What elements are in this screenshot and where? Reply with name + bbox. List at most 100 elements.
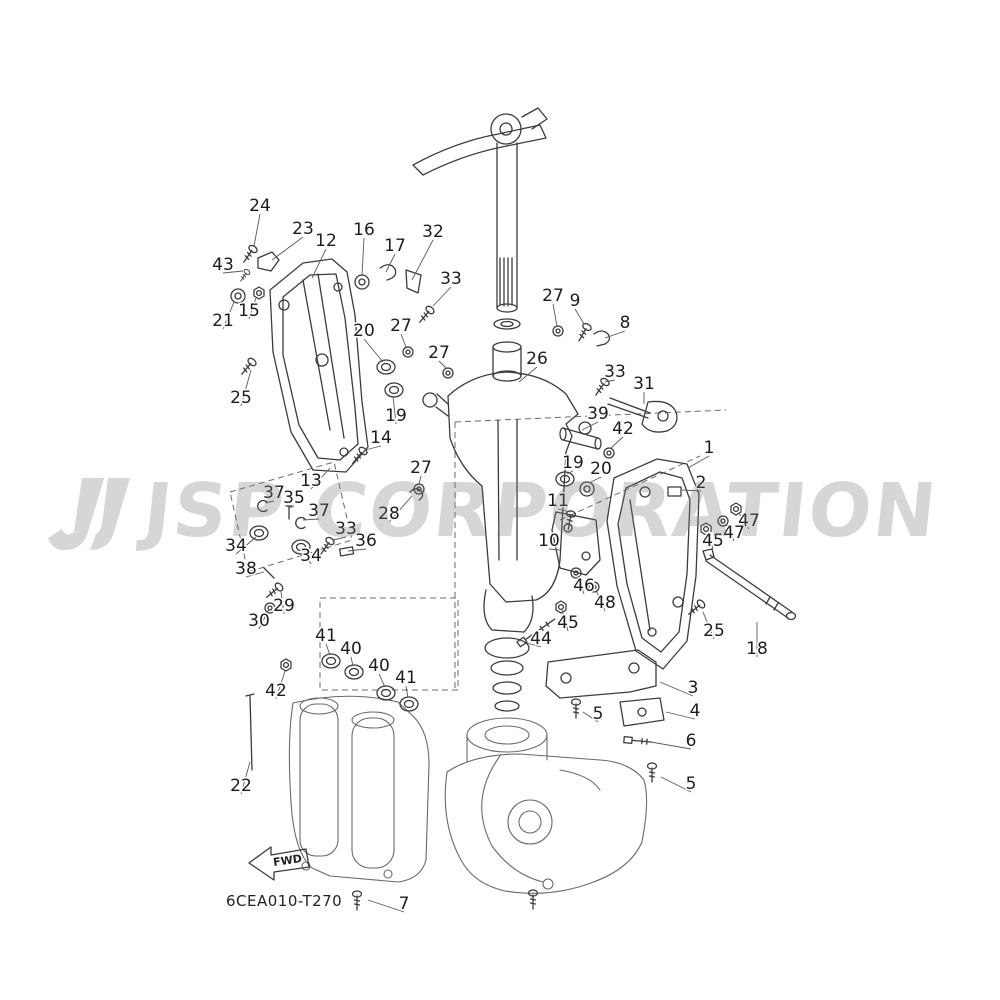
- callout-leader-line: [604, 330, 626, 339]
- part-callout-37: 37: [308, 501, 330, 521]
- callout-leader-line: [392, 395, 397, 425]
- callout-leader-line: [363, 338, 384, 363]
- part-callout-4: 4: [690, 701, 701, 721]
- part-callout-27: 27: [428, 343, 450, 363]
- callout-leader-line: [681, 489, 702, 492]
- part-callout-13: 13: [300, 471, 322, 491]
- callout-leader-line: [388, 495, 413, 523]
- part-callout-6: 6: [686, 731, 697, 751]
- part-callout-44: 44: [530, 629, 552, 649]
- part-callout-9: 9: [570, 291, 581, 311]
- part-callout-2: 2: [696, 473, 707, 493]
- lower-crankcase-outline: [444, 717, 648, 894]
- part-callout-23: 23: [292, 219, 314, 239]
- part-callout-33: 33: [604, 362, 626, 382]
- callout-leader-line: [659, 681, 694, 697]
- part-callout-27: 27: [542, 286, 564, 306]
- part-callout-10: 10: [538, 531, 560, 551]
- callout-leader-line: [557, 508, 571, 513]
- callout-leader-line: [385, 253, 396, 273]
- part-callout-40: 40: [340, 639, 362, 659]
- callout-leader-line: [738, 512, 750, 530]
- callout-leader-line: [245, 571, 265, 578]
- steering-arm: [412, 107, 548, 176]
- callout-leader-line: [665, 711, 696, 720]
- part-callout-30: 30: [248, 611, 270, 631]
- callout-leader-line: [518, 366, 538, 383]
- callout-leader-line: [222, 301, 235, 330]
- callout-leader-line: [574, 308, 585, 325]
- callout-leader-line: [302, 518, 320, 521]
- callout-leader-line: [240, 369, 252, 407]
- part-callout-26: 26: [526, 349, 548, 369]
- callout-leader-line: [577, 575, 585, 595]
- part-callout-42: 42: [612, 419, 634, 439]
- callout-leader-line: [288, 505, 295, 509]
- callout-leader-line: [311, 248, 327, 279]
- callout-leader-line: [610, 436, 624, 449]
- part-callout-21: 21: [212, 311, 234, 331]
- callout-leader-line: [581, 421, 599, 431]
- callout-leader-line: [275, 670, 286, 700]
- callout-leader-line: [325, 643, 331, 656]
- callout-leader-line: [548, 548, 561, 551]
- part-callout-25: 25: [230, 388, 252, 408]
- callout-leader-line: [438, 360, 447, 369]
- part-callout-43: 43: [212, 255, 234, 275]
- callout-leader-line: [595, 589, 606, 612]
- part-callout-42: 42: [265, 681, 287, 701]
- callout-leader-line: [400, 333, 407, 348]
- part-callout-35: 35: [283, 488, 305, 508]
- fwd-arrow: FWD: [248, 846, 310, 881]
- part-callout-18: 18: [746, 639, 768, 659]
- part-callout-25: 25: [703, 621, 725, 641]
- callout-leader-line: [561, 609, 569, 632]
- part-callout-22: 22: [230, 776, 252, 796]
- section-guide-lines: [229, 409, 727, 691]
- callout-leader-line: [248, 297, 257, 320]
- callout-leader-line: [350, 656, 354, 667]
- part-callout-19: 19: [385, 406, 407, 426]
- part-callout-8: 8: [620, 313, 631, 333]
- callout-leader-line: [707, 532, 714, 550]
- callout-leader-line: [235, 536, 257, 555]
- part-callout-41: 41: [395, 668, 417, 688]
- powerhead-outline: [288, 695, 430, 883]
- steering-shaft: [492, 142, 522, 382]
- small-hardware-glyphs: [230, 243, 742, 911]
- part-callout-5: 5: [593, 704, 604, 724]
- lower-mount-brackets: [545, 511, 665, 727]
- part-callout-47: 47: [723, 523, 745, 543]
- callout-leader-line: [364, 445, 382, 451]
- callout-leader-line: [566, 470, 574, 475]
- right-clamp-bracket: [606, 458, 700, 670]
- part-callout-17: 17: [384, 236, 406, 256]
- callout-leader-line: [526, 642, 542, 648]
- callout-leader-line: [332, 536, 347, 541]
- part-callout-45: 45: [702, 531, 724, 551]
- callout-leader-line: [280, 591, 285, 615]
- callout-leader-line: [378, 673, 386, 688]
- callout-leader-line: [264, 500, 275, 504]
- part-callout-15: 15: [238, 301, 260, 321]
- callout-leader-line: [418, 475, 422, 485]
- part-callout-46: 46: [573, 576, 595, 596]
- callout-leader-line: [588, 476, 602, 484]
- callout-leader-line: [604, 379, 616, 383]
- callout-leader-line: [310, 467, 331, 490]
- callout-leader-line: [361, 237, 365, 277]
- part-callout-28: 28: [378, 504, 400, 524]
- callout-leader-line: [644, 740, 692, 750]
- callout-leader-line: [725, 523, 735, 542]
- part-callout-20: 20: [590, 459, 612, 479]
- part-callout-38: 38: [235, 559, 257, 579]
- part-callout-34: 34: [225, 536, 247, 556]
- part-callout-47: 47: [738, 511, 760, 531]
- callout-leader-line: [271, 236, 304, 261]
- callout-leader-line: [367, 899, 405, 913]
- part-callout-32: 32: [422, 222, 444, 242]
- callout-leader-line: [302, 549, 312, 565]
- part-callout-33: 33: [440, 269, 462, 289]
